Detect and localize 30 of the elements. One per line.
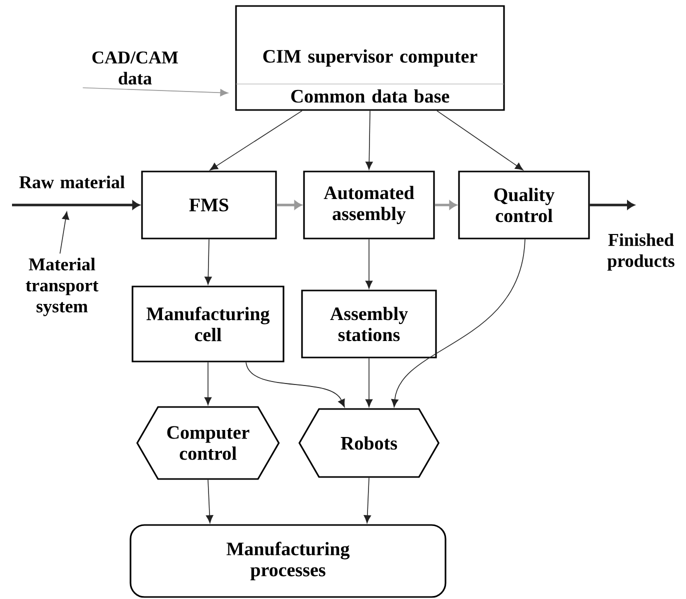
- arrow: [590, 200, 635, 210]
- process-box: FMS: [141, 170, 277, 240]
- note-label: Material transport system: [26, 258, 98, 316]
- process-box: Manufacturing cell: [132, 286, 284, 362]
- hexagon-box: Computer control: [136, 406, 280, 480]
- process-box: Manufacturing processes: [130, 524, 446, 598]
- arrow: [204, 362, 212, 406]
- input-label: CAD/CAM data: [92, 51, 178, 85]
- computer-box: CIM supervisor computer Common data base: [235, 5, 505, 111]
- arrow: [246, 362, 345, 408]
- arrow: [364, 477, 371, 524]
- arrow: [60, 212, 70, 254]
- arrow: [210, 110, 302, 170]
- hexagon-box: Robots: [298, 408, 440, 478]
- process-box: Automated assembly: [303, 170, 435, 240]
- arrow: [391, 238, 526, 408]
- process-box: Quality control: [458, 170, 590, 240]
- arrow: [365, 358, 373, 408]
- arrow: [434, 200, 457, 210]
- arrow: [366, 110, 373, 170]
- input-label: Raw material: [19, 176, 125, 188]
- arrow: [206, 479, 214, 524]
- arrow: [436, 110, 524, 170]
- arrow: [204, 238, 212, 285]
- process-box: Assembly stations: [301, 290, 437, 358]
- arrow: [82, 87, 228, 96]
- arrow: [276, 200, 302, 210]
- arrow: [365, 238, 373, 289]
- output-label: Finished products: [607, 233, 674, 271]
- arrow: [12, 200, 140, 210]
